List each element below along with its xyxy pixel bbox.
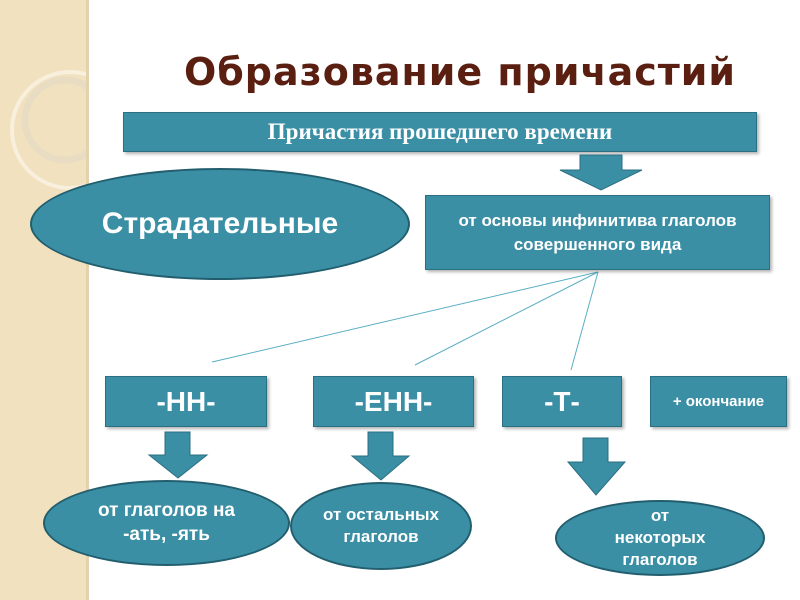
suffix-t-box: -Т- bbox=[502, 376, 622, 427]
note-ellipse-nn: от глаголов на -ать, -ять bbox=[43, 480, 290, 566]
category-ellipse: Страдательные bbox=[30, 168, 410, 280]
banner: Причастия прошедшего времени bbox=[123, 112, 757, 152]
suffix-enn-box: -ЕНН- bbox=[313, 376, 474, 427]
branch-lines bbox=[211, 271, 599, 371]
note-ellipse-enn: от остальных глаголов bbox=[290, 482, 472, 570]
arrow-down-icon bbox=[350, 431, 411, 481]
decorative-rings bbox=[10, 70, 86, 190]
arrow-down-icon bbox=[147, 431, 209, 479]
suffix-nn-box: -НН- bbox=[105, 376, 267, 427]
source-box: от основы инфинитива глаголов совершенно… bbox=[425, 195, 770, 270]
decorative-side-panel bbox=[0, 0, 89, 600]
page-title: Образование причастий bbox=[183, 50, 737, 94]
ending-box: + окончание bbox=[650, 376, 787, 427]
arrow-down-icon bbox=[559, 154, 643, 191]
note-ellipse-t: от некоторых глаголов bbox=[555, 500, 765, 576]
arrow-down-icon bbox=[566, 437, 627, 496]
